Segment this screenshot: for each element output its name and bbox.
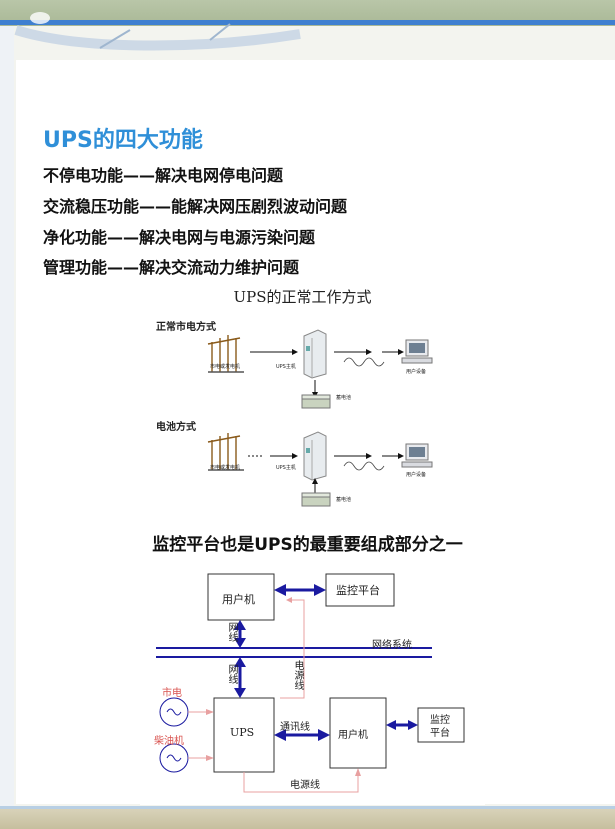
computer-icon-1 [401, 339, 433, 364]
grid-label-1: 市电或发电机 [210, 364, 241, 370]
monitoring-network-diagram: 用户机 监控平台 网线 网络系统 网线 电源线 市电 柴油机 UPS 通讯线 用… [140, 560, 485, 805]
network-cable-label-2: 网线 [226, 664, 237, 684]
user-pc-top-box [207, 573, 275, 621]
diagram2-graphics [156, 573, 465, 793]
user-pc-right-label: 用户机 [338, 730, 368, 741]
power-cable-vertical-label: 电源线 [292, 660, 303, 690]
bottom-line [0, 806, 615, 809]
ups-label-1: UPS主机 [276, 364, 296, 370]
ups-label-2: UPS主机 [276, 465, 296, 471]
ups-cabinet-icon-2 [303, 431, 327, 481]
slide-title: UPS的四大功能 [43, 128, 203, 153]
ups-cabinet-icon-1 [303, 329, 327, 379]
diesel-label: 柴油机 [154, 736, 184, 747]
left-band [0, 26, 14, 806]
computer-icon-2 [401, 443, 433, 468]
power-cable-horizontal-label: 电源线 [290, 780, 320, 791]
grid-tower-icon-1 [207, 335, 244, 373]
function-line-2: 交流稳压功能——能解决网压剧烈波动问题 [43, 197, 348, 216]
comm-line-label: 通讯线 [280, 722, 310, 733]
diagram1-graphics [207, 329, 433, 507]
battery-icon-1 [301, 394, 331, 409]
function-line-4: 管理功能——解决交流动力维护问题 [43, 258, 300, 277]
function-line-1: 不停电功能——解决电网停电问题 [43, 166, 284, 185]
grid-tower-icon-2 [207, 433, 244, 471]
network-system-label: 网络系统 [372, 640, 412, 651]
grid-label-2: 市电或发电机 [210, 465, 241, 471]
monitoring-subtitle: 监控平台也是UPS的最重要组成部分之一 [152, 535, 463, 555]
ups-working-mode-diagram: UPS的正常工作方式 正常市电方式 电池方式 [130, 280, 475, 512]
battery-label-2: 蓄电池 [336, 497, 352, 503]
mode-battery-label: 电池方式 [156, 422, 196, 433]
monitor-platform-right-box [417, 707, 465, 743]
network-cable-label-1: 网线 [226, 622, 237, 642]
function-line-3: 净化功能——解决电网与电源污染问题 [43, 228, 316, 247]
battery-label-1: 蓄电池 [336, 395, 352, 401]
ups-box [213, 697, 275, 773]
device-label-2: 用户设备 [406, 472, 427, 478]
monitor-right-label-1: 监控 [430, 715, 450, 726]
user-pc-top-label: 用户机 [222, 593, 255, 606]
mains-label: 市电 [162, 688, 182, 699]
ups-label: UPS [230, 726, 255, 739]
battery-icon-2 [301, 492, 331, 507]
device-label-1: 用户设备 [406, 369, 427, 375]
mode-mains-label: 正常市电方式 [156, 322, 216, 333]
bottom-bar [0, 809, 615, 829]
diagram1-title: UPS的正常工作方式 [233, 288, 372, 306]
user-pc-right-box [329, 697, 387, 769]
header-wave-decoration [14, 12, 301, 51]
monitor-platform-top-label: 监控平台 [336, 584, 380, 597]
monitor-right-label-2: 平台 [430, 728, 450, 739]
monitor-platform-top-box [325, 573, 395, 607]
top-stripe [0, 20, 615, 25]
